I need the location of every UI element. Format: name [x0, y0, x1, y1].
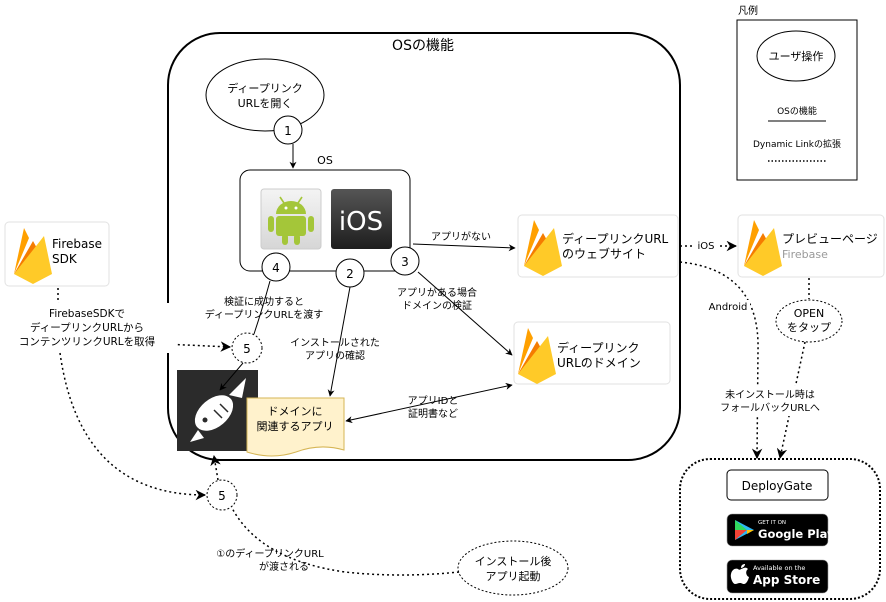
edge-install-check — [327, 286, 351, 397]
open-tap-ellipse — [775, 299, 843, 343]
firebase-sdk-line2: SDK — [52, 252, 78, 266]
edge-install-check-line1: インストールされた — [290, 337, 380, 349]
step-2-number: 2 — [346, 267, 354, 281]
edge-fallback-line2: フォールバックURLへ — [720, 402, 820, 414]
edge-ios-label: iOS — [698, 241, 715, 252]
app-store-big: App Store — [753, 573, 820, 587]
firebase-sdk-line1: Firebase — [52, 237, 102, 251]
edge-passed-url-line1: ①のディープリンクURL — [216, 547, 324, 560]
deeplink-website-line1: ディープリンクURL — [562, 231, 669, 246]
edge-app-exists-line2: ドメインの検証 — [402, 299, 472, 312]
os-device-label: OS — [317, 154, 333, 167]
edge-sdk-to-5b — [59, 352, 207, 501]
edge-verify-success-line1: 検証に成功すると — [224, 295, 304, 308]
deploygate-button — [726, 469, 829, 501]
edge-app-id-cert-line2: 証明書など — [408, 407, 458, 420]
edge-app-id-cert-line1: アプリIDと — [408, 395, 459, 407]
open-deeplink-line1: ディープリンク — [227, 81, 303, 95]
deeplink-domain-line2: URLのドメイン — [557, 356, 641, 370]
step-1-circle — [273, 115, 303, 145]
google-play-badge: GET IT ON Google Play — [726, 513, 835, 547]
android-icon — [260, 188, 322, 250]
edge-android-label-bg — [706, 300, 750, 314]
edge-android-path — [679, 261, 763, 460]
google-play-big: Google Play — [758, 527, 835, 541]
edge-verify-success-line2: ディープリンクURLを渡す — [205, 308, 324, 321]
edge-no-app — [412, 243, 516, 252]
step-5b-number: 5 — [218, 489, 226, 503]
domain-app-line1: ドメインに — [268, 405, 323, 418]
preview-page-subtitle: Firebase — [782, 248, 828, 261]
step-4-number: 4 — [272, 261, 280, 275]
step-5b-circle — [206, 479, 238, 511]
domain-app-line2: 関連するアプリ — [257, 419, 334, 433]
edge-ios-label-bg — [695, 239, 717, 252]
preview-page-title: プレビューページ — [782, 232, 878, 246]
edge-android-label: Android — [709, 302, 748, 313]
install-launch-line1: インストール後 — [475, 554, 552, 568]
app-store-small: Available on the — [753, 564, 805, 572]
edge-no-app-label: アプリがない — [431, 230, 491, 243]
open-tap-line2: をタップ — [787, 321, 831, 334]
open-tap-line1: OPEN — [794, 307, 824, 320]
edge-app-exists-line1: アプリがある場合 — [397, 286, 477, 299]
legend: 凡例 ユーザ操作 OSの機能 Dynamic Linkの拡張 — [736, 4, 858, 181]
edge-5b-to-app — [210, 454, 221, 481]
os-function-title: OSの機能 — [392, 38, 454, 54]
step-3-number: 3 — [401, 255, 409, 269]
step-5a-circle — [231, 332, 263, 364]
install-launch-line2: アプリ起動 — [486, 569, 541, 583]
edge-sdk-line3: コンテンツリンクURLを取得 — [19, 336, 155, 348]
step-1-number: 1 — [284, 124, 292, 138]
legend-dynamic-link-label: Dynamic Linkの拡張 — [753, 138, 841, 150]
step-3-circle — [390, 246, 420, 276]
legend-os-function-label: OSの機能 — [777, 105, 817, 117]
domain-app-document — [246, 397, 345, 457]
legend-user-action-ellipse — [756, 30, 836, 82]
google-play-small: GET IT ON — [758, 520, 786, 526]
edge-app-id-cert — [345, 382, 513, 424]
app-store-badge: Available on the App Store — [726, 559, 829, 594]
edge-passed-url-line2: が渡される — [259, 560, 309, 573]
legend-user-action-label: ユーザ操作 — [769, 49, 824, 63]
step-5a-number: 5 — [243, 342, 251, 356]
ios-logo-text: iOS — [339, 207, 383, 237]
edge-sdk-line1: FirebaseSDKで — [49, 308, 125, 320]
edge-install-check-line2: アプリの確認 — [305, 349, 365, 362]
deploygate-label: DeployGate — [742, 479, 813, 493]
edge-fallback-label-bg — [712, 386, 830, 416]
edge-5-to-app — [219, 362, 244, 391]
open-deeplink-line2: URLを開く — [238, 97, 293, 110]
edge-sdk-line2: ディープリンクURLから — [30, 321, 144, 334]
legend-title: 凡例 — [738, 4, 758, 17]
deeplink-domain-line1: ディープリンク — [557, 340, 639, 355]
edge-4-to-5 — [253, 280, 271, 335]
step-4-circle — [261, 252, 291, 282]
install-launch-ellipse — [457, 540, 569, 596]
app-fish-icon — [177, 370, 258, 451]
edge-app-exists — [417, 271, 513, 356]
deeplink-website-line2: のウェブサイト — [562, 246, 646, 261]
edge-fallback-line1: 未インストール時は — [725, 389, 815, 401]
open-deeplink-ellipse — [205, 58, 325, 132]
edge-sdk-label-bg — [0, 303, 176, 353]
ios-icon: iOS — [331, 189, 392, 249]
